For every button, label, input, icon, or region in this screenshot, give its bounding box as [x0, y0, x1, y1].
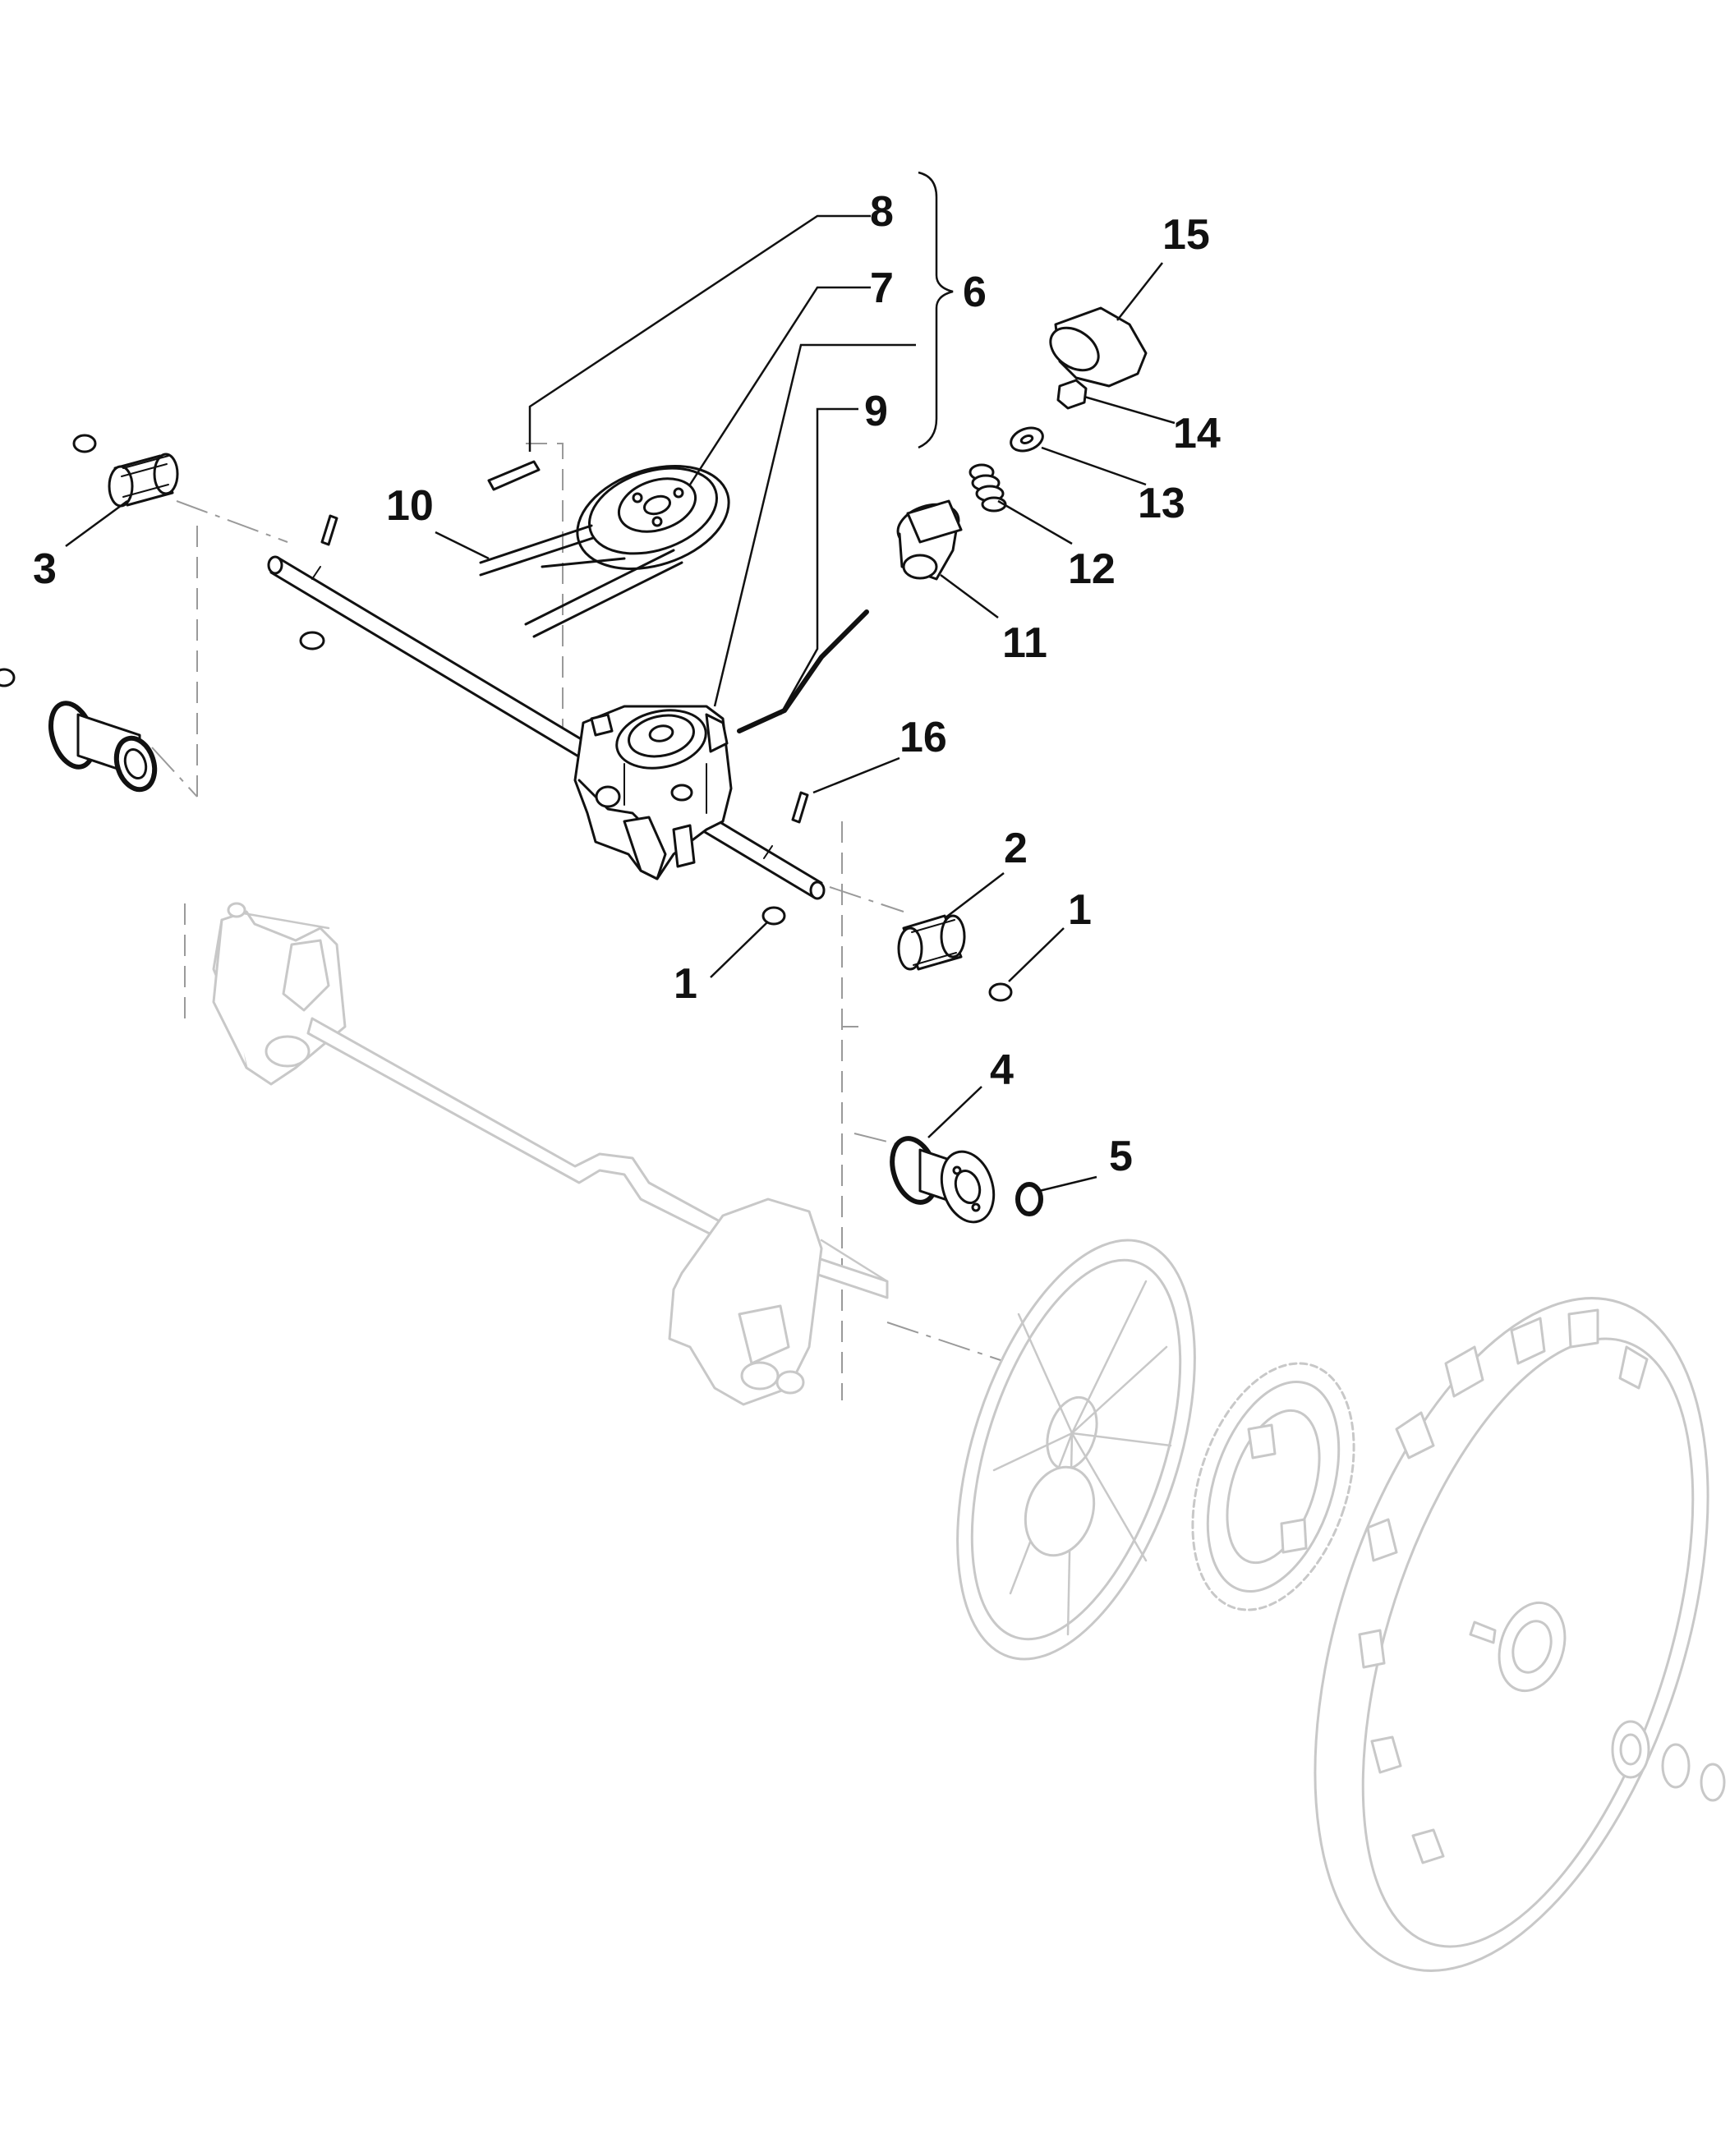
callout-16: 16	[900, 714, 947, 761]
circlip-mid-left	[299, 631, 325, 650]
callout-12: 12	[1068, 545, 1116, 593]
callout-2: 2	[1004, 825, 1028, 872]
ghost-right-bracket	[668, 1198, 889, 1406]
callout-7: 7	[870, 264, 894, 312]
ghost-gear-ring	[1191, 1362, 1355, 1611]
circlip-far-left	[0, 668, 16, 687]
ghost-tyre	[1314, 1297, 1709, 1972]
callout-4: 4	[990, 1046, 1014, 1094]
callout-6: 6	[963, 269, 987, 316]
part-13-washer	[1010, 426, 1044, 453]
part-1-circlip-right	[988, 982, 1013, 1002]
gearbox-housing	[573, 705, 733, 880]
left-bushing	[48, 701, 158, 793]
part-15-cap	[1049, 306, 1148, 388]
alignment-guides	[151, 443, 1011, 1400]
part-5-o-ring	[1015, 1182, 1043, 1216]
part-7-pulley	[576, 465, 730, 570]
ghost-wheel-rim	[956, 1239, 1196, 1661]
part-12-spring	[969, 463, 1007, 513]
part-4-bushing	[890, 1136, 996, 1224]
callout-13: 13	[1138, 480, 1185, 527]
callout-11: 11	[1002, 619, 1047, 667]
callout-1-center: 1	[674, 960, 697, 1008]
ghost-axle	[306, 1017, 889, 1299]
callout-15: 15	[1162, 211, 1210, 259]
ghost-left-bracket	[212, 902, 347, 1086]
callout-9: 9	[864, 388, 888, 435]
part-3-pinion	[108, 453, 179, 508]
shaft-pin	[320, 514, 338, 546]
callout-1-right: 1	[1068, 886, 1092, 934]
part-10-belt	[479, 524, 683, 638]
ghost-hub-bearings	[1611, 1720, 1726, 1802]
part-14-nut	[1056, 379, 1088, 410]
callout-labels: 8 7 6 15 9 14 13 10 12 3 11 16 2 1 1 4 5	[33, 188, 1221, 1180]
callout-14: 14	[1173, 410, 1221, 457]
part-8-key	[487, 460, 541, 491]
callout-3: 3	[33, 545, 57, 593]
part-2-pinion	[897, 914, 966, 971]
circlip-top-left	[72, 434, 97, 453]
part-9-lever-rod	[737, 609, 869, 733]
part-16-pin	[791, 791, 809, 824]
callout-5: 5	[1109, 1133, 1133, 1180]
callout-10: 10	[386, 482, 434, 530]
callout-8: 8	[870, 188, 894, 236]
part-1-circlip-center	[761, 906, 786, 926]
part-11-bushing	[896, 499, 963, 581]
leader-lines	[65, 171, 1176, 1193]
